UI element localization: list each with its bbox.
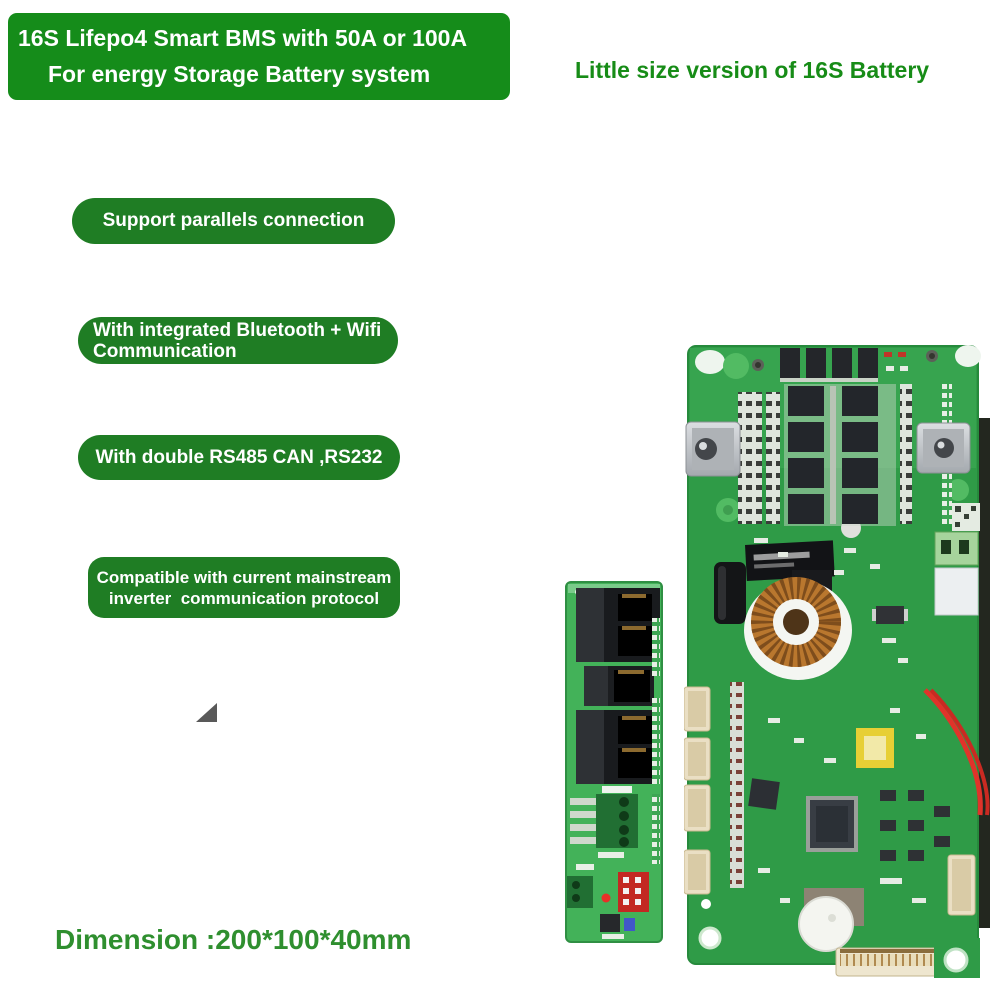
signal-wires-red [923,688,990,816]
resistor-array [738,392,762,524]
screw-terminal-block [570,786,638,858]
feature-badge-rs485: With double RS485 CAN ,RS232 [78,435,400,480]
large-board-photo [684,345,990,978]
mounting-holes [698,899,980,978]
transformer-yellow [856,728,894,768]
solder-pad-strip [652,698,660,784]
title-line-1: 16S Lifepo4 Smart BMS with 50A or 100A [18,25,468,52]
terminal-block-green [934,531,979,566]
jst-connectors-left [684,686,711,895]
title-line-2: For energy Storage Battery system [48,60,431,87]
capacitor-highlight [718,566,726,620]
secondary-chip [748,778,780,810]
rj45-port-bottom [576,710,660,784]
pin-header-connector [835,947,943,977]
status-led [601,893,611,903]
feature-badge-inverter-protocol: Compatible with current mainstream inver… [88,557,400,618]
mosfet-row-top [780,348,908,382]
triangle-mark-icon [196,703,217,722]
feature-badge-rs485-label: With double RS485 CAN ,RS232 [95,446,383,468]
dip-switch [618,872,649,912]
silkscreen-marks [754,538,926,903]
buzzer [798,888,864,952]
silkscreen-mark [576,864,594,870]
solder-pad-strip [652,794,660,864]
soic-chip [872,606,908,624]
feature-badge-inverter-line-1: Compatible with current mainstream [96,567,392,587]
mosfet-bank [784,384,896,526]
jst-connector-right [947,854,976,916]
silkscreen-mark [602,934,624,939]
rj45-port-middle [584,666,654,706]
feature-badge-bluetooth-line-2: Communication [93,340,237,362]
small-board-photo [565,581,663,943]
busbar-terminal-left [685,421,741,477]
resistor-array [900,384,912,524]
transistor-array [880,790,950,861]
mcu-chip [806,796,858,852]
feature-badge-bluetooth-wifi: With integrated Bluetooth + Wifi Communi… [78,317,398,364]
title-banner: 16S Lifepo4 Smart BMS with 50A or 100A F… [8,13,510,100]
toroidal-inductor [744,577,852,680]
feature-badge-parallel: Support parallels connection [72,198,395,244]
feature-badge-inverter-line-2: inverter communication protocol [108,588,380,608]
solder-pad-strip [652,618,660,676]
resistor-column [730,682,744,888]
resistor-array [766,392,780,524]
feature-badge-parallel-label: Support parallels connection [102,210,365,231]
qr-code-label [952,503,980,531]
rj45-port-top [576,588,660,662]
blue-component [624,918,635,931]
white-module [934,567,979,616]
busbar-terminal-right [916,422,971,474]
subtitle-note: Little size version of 16S Battery [575,57,930,83]
small-ic-chip [600,914,620,932]
screw-terminal-small [567,876,593,908]
dimension-label: Dimension :200*100*40mm [55,924,412,955]
feature-badge-bluetooth-line-1: With integrated Bluetooth + Wifi [93,319,382,341]
